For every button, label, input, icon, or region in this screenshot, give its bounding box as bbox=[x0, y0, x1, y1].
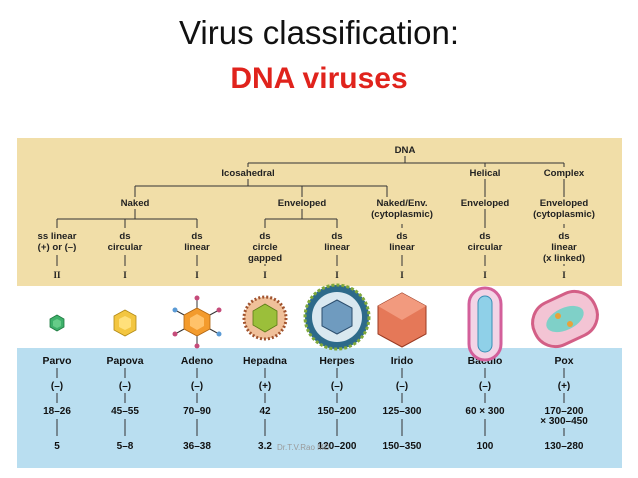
irido-virion-icon bbox=[377, 292, 427, 348]
tree-naked: Naked bbox=[121, 198, 150, 209]
family-4-sense: (+) bbox=[259, 381, 272, 392]
family-table: Parvo (–) 18–26 5 Papova (–) 45–55 5–8 Adeno (–) 7… bbox=[43, 356, 589, 452]
family-6-size: 125–300 bbox=[383, 406, 422, 417]
leaf-4-line-2: circle bbox=[252, 242, 277, 253]
family-8-name: Pox bbox=[554, 356, 573, 367]
family-1-size: 18–26 bbox=[43, 406, 71, 417]
family-3-genome: 36–38 bbox=[183, 441, 211, 452]
tree-leaves: ss linear(+) or (–)IIdscircularIdslinear… bbox=[38, 231, 586, 280]
family-6-genome: 150–350 bbox=[383, 441, 422, 452]
leaf-2-group: I bbox=[123, 270, 127, 280]
family-4-genome: 3.2 bbox=[258, 441, 272, 452]
leaf-2-line-1: ds bbox=[119, 231, 130, 242]
tree-complex-enveloped: Enveloped bbox=[540, 198, 589, 209]
leaf-7-line-1: ds bbox=[479, 231, 490, 242]
tree-connectors bbox=[56, 156, 565, 228]
family-1-name: Parvo bbox=[43, 356, 72, 367]
diagram-svg: DNA Icosahedral Helical Complex Naked En… bbox=[38, 145, 599, 452]
slide-title: Virus classification: bbox=[178, 14, 459, 51]
family-3-name: Adeno bbox=[181, 356, 213, 367]
family-6-name: Irido bbox=[391, 356, 414, 367]
slide-subtitle: DNA viruses bbox=[230, 62, 408, 95]
leaf-6-line-2: linear bbox=[389, 242, 415, 253]
family-2-sense: (–) bbox=[119, 381, 131, 392]
tree-icosahedral: Icosahedral bbox=[221, 168, 274, 179]
classification-figure: DNA Icosahedral Helical Complex Naked En… bbox=[17, 138, 622, 468]
tree-root: DNA bbox=[395, 145, 416, 156]
family-5-sense: (–) bbox=[331, 381, 343, 392]
family-8-genome: 130–280 bbox=[545, 441, 584, 452]
family-8-sense: (+) bbox=[558, 381, 571, 392]
virus-images bbox=[49, 283, 599, 362]
adeno-virion-icon bbox=[172, 295, 222, 349]
leaf-5-line-2: linear bbox=[324, 242, 350, 253]
leaf-5-line-1: ds bbox=[331, 231, 342, 242]
family-7-genome: 100 bbox=[477, 441, 494, 452]
family-8-size-extra: × 300–450 bbox=[540, 416, 588, 427]
family-5-name: Herpes bbox=[319, 356, 354, 367]
family-2-genome: 5–8 bbox=[117, 441, 134, 452]
herpes-virion-icon bbox=[303, 283, 371, 351]
leaf-7-line-2: circular bbox=[468, 242, 503, 253]
family-5-genome: 120–200 bbox=[318, 441, 357, 452]
leaf-1-group: II bbox=[53, 270, 61, 280]
leaf-2-line-2: circular bbox=[108, 242, 143, 253]
family-7-size: 60 × 300 bbox=[465, 406, 505, 417]
family-4-name: Hepadna bbox=[243, 356, 287, 367]
leaf-6-group: I bbox=[400, 270, 404, 280]
leaf-8-group: I bbox=[562, 270, 566, 280]
leaf-3-line-1: ds bbox=[191, 231, 202, 242]
family-3-size: 70–90 bbox=[183, 406, 211, 417]
leaf-4-line-3: gapped bbox=[248, 253, 282, 264]
tree-helical-enveloped: Enveloped bbox=[461, 198, 510, 209]
tree-complex-enveloped-sub: (cytoplasmic) bbox=[533, 209, 595, 220]
leaf-1-line-1: ss linear bbox=[38, 231, 77, 242]
pox-virion-icon bbox=[531, 289, 599, 349]
leaf-6-line-1: ds bbox=[396, 231, 407, 242]
leaf-8-line-1: ds bbox=[558, 231, 569, 242]
family-1-genome: 5 bbox=[54, 441, 60, 452]
family-2-size: 45–55 bbox=[111, 406, 139, 417]
leaf-1-line-2: (+) or (–) bbox=[38, 242, 77, 253]
leaf-5-group: I bbox=[335, 270, 339, 280]
family-1-sense: (–) bbox=[51, 381, 63, 392]
tree-helical: Helical bbox=[470, 168, 501, 179]
tree-complex: Complex bbox=[544, 168, 585, 179]
tree-naked-env-sub: (cytoplasmic) bbox=[371, 209, 433, 220]
family-3-sense: (–) bbox=[191, 381, 203, 392]
leaf-3-line-2: linear bbox=[184, 242, 210, 253]
family-7-sense: (–) bbox=[479, 381, 491, 392]
tree-naked-env: Naked/Env. bbox=[376, 198, 427, 209]
papova-virion-icon bbox=[113, 309, 137, 337]
family-6-sense: (–) bbox=[396, 381, 408, 392]
parvo-virion-icon bbox=[49, 314, 65, 332]
watermark: Dr.T.V.Rao MD bbox=[277, 443, 330, 452]
family-2-name: Papova bbox=[107, 356, 144, 367]
leaf-8-line-3: (x linked) bbox=[543, 253, 585, 264]
tree-enveloped: Enveloped bbox=[278, 198, 327, 209]
family-8-size: 170–200 bbox=[545, 406, 584, 417]
leaf-3-group: I bbox=[195, 270, 199, 280]
leaf-4-group: I bbox=[263, 270, 267, 280]
leaf-4-line-1: ds bbox=[259, 231, 270, 242]
family-4-size: 42 bbox=[259, 406, 271, 417]
family-panel bbox=[17, 348, 622, 468]
hepadna-virion-icon bbox=[242, 295, 288, 341]
baculo-virion-icon bbox=[467, 286, 503, 362]
leaf-7-group: I bbox=[483, 270, 487, 280]
family-5-size: 150–200 bbox=[318, 406, 357, 417]
leaf-8-line-2: linear bbox=[551, 242, 577, 253]
